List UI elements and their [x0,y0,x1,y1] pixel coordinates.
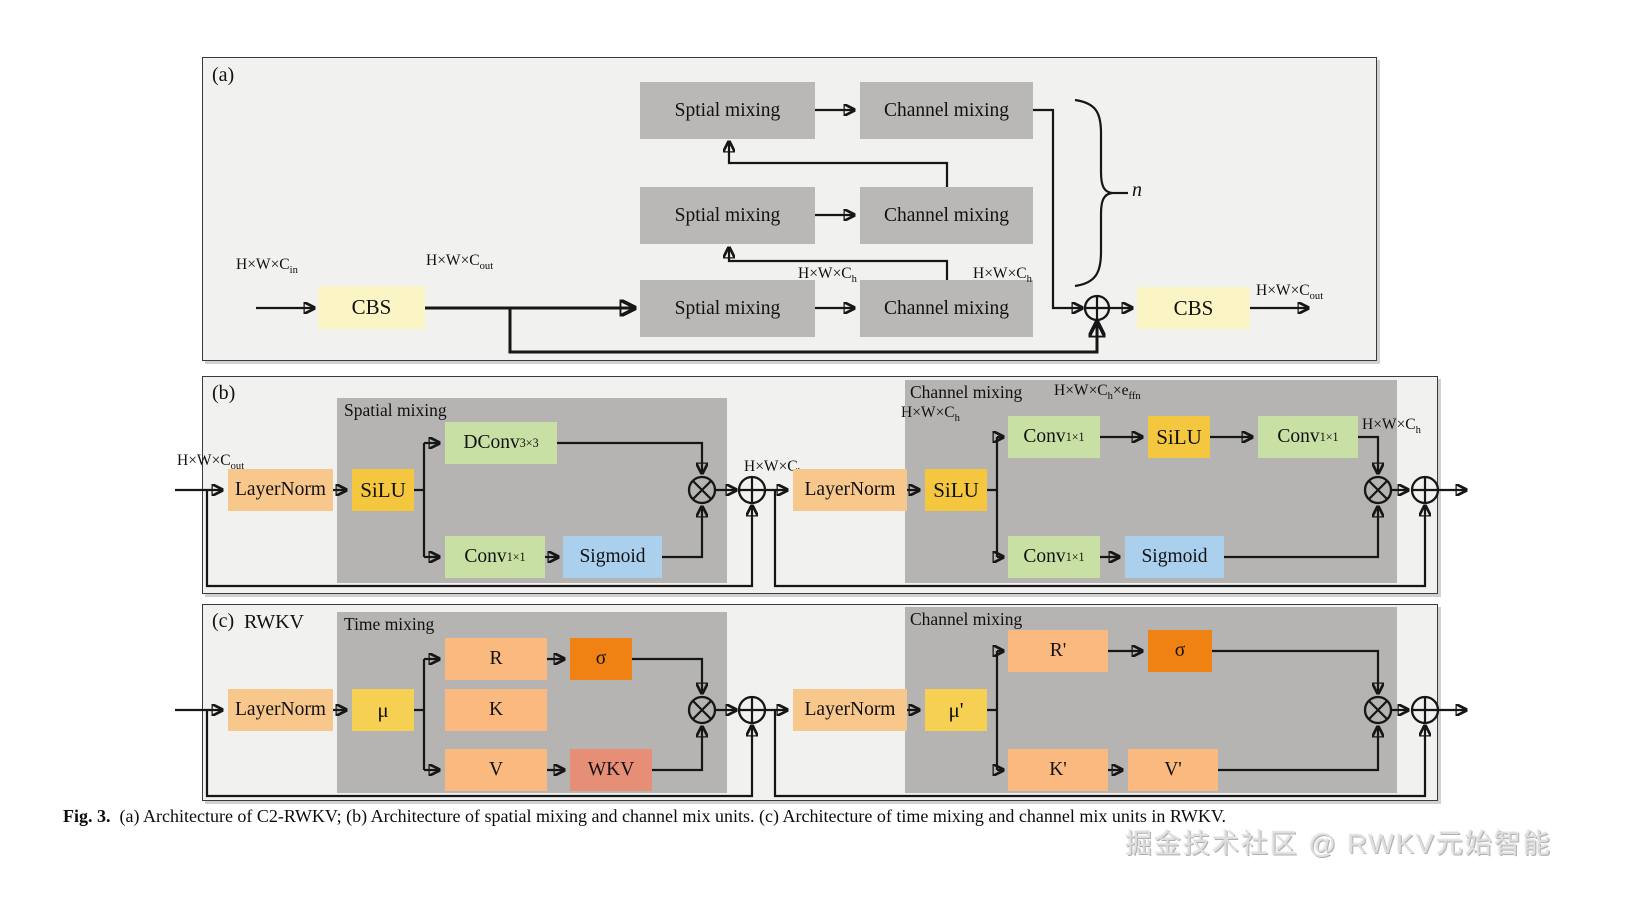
sigmoid-box: Sigmoid [563,536,662,578]
sigma-box: σ [570,638,632,680]
dim-label-hidden: H×W×Ch [1362,416,1421,437]
channel-mixing-box: Channel mixing [860,280,1033,337]
channel-mixing-box: Channel mixing [860,82,1033,139]
spatial-mixing-box: Sptial mixing [640,82,815,139]
figure-caption-text: (a) Architecture of C2-RWKV; (b) Archite… [119,806,1227,826]
dim-label-input: H×W×Cin [236,256,298,277]
figure-caption-label: Fig. 3. [63,806,111,826]
dim-label-expand: H×W×Ch×effn [1054,382,1141,403]
spatial-mixing-box: Sptial mixing [640,187,815,244]
dim-label-hidden: H×W×Ch [798,265,857,286]
repeat-count-label: n [1132,179,1142,201]
receptance-box: R [445,638,547,680]
key-prime-box: K' [1008,749,1108,791]
panel-c-subtitle: RWKV [244,611,304,633]
layernorm-box: LayerNorm [793,469,907,511]
wkv-box: WKV [570,749,652,791]
layernorm-box: LayerNorm [793,689,907,731]
silu-box: SiLU [1148,416,1210,458]
dim-label-hidden: H×W×Ch [901,404,960,425]
watermark: 掘金技术社区 @ RWKV元始智能 [1125,829,1552,859]
time-mixing-group-title: Time mixing [344,614,435,634]
figure-caption: Fig. 3. (a) Architecture of C2-RWKV; (b) … [63,806,1583,827]
dim-label-output: H×W×Cout [1256,282,1324,303]
value-prime-box: V' [1128,749,1218,791]
panel-a-tag: (a) [212,64,235,86]
channel-mixing-box: Channel mixing [860,187,1033,244]
sigma-box: σ [1148,630,1212,672]
dim-label-cbs-out: H×W×Cout [426,252,494,273]
mu-prime-box: μ' [925,689,987,731]
panel-c-tag: (c) [212,610,235,632]
cbs-box: CBS [318,286,425,329]
key-box: K [445,689,547,731]
dim-label-hidden: H×W×Ch [973,265,1032,286]
silu-box: SiLU [352,469,414,511]
cbs-box: CBS [1137,287,1250,329]
mu-box: μ [352,689,414,731]
receptance-prime-box: R' [1008,630,1108,672]
sigmoid-box: Sigmoid [1125,536,1224,578]
silu-box: SiLU [925,469,987,511]
panel-b-tag: (b) [212,382,236,404]
layernorm-box: LayerNorm [228,469,333,511]
dim-label-input: H×W×Cout [177,452,245,473]
channel-mixing-group-title: Channel mixing [910,382,1023,402]
channel-mixing-group-title: Channel mixing [910,609,1023,629]
spatial-mixing-group-title: Spatial mixing [344,400,447,420]
spatial-mixing-box: Sptial mixing [640,280,815,337]
layernorm-box: LayerNorm [228,689,333,731]
value-box: V [445,749,547,791]
